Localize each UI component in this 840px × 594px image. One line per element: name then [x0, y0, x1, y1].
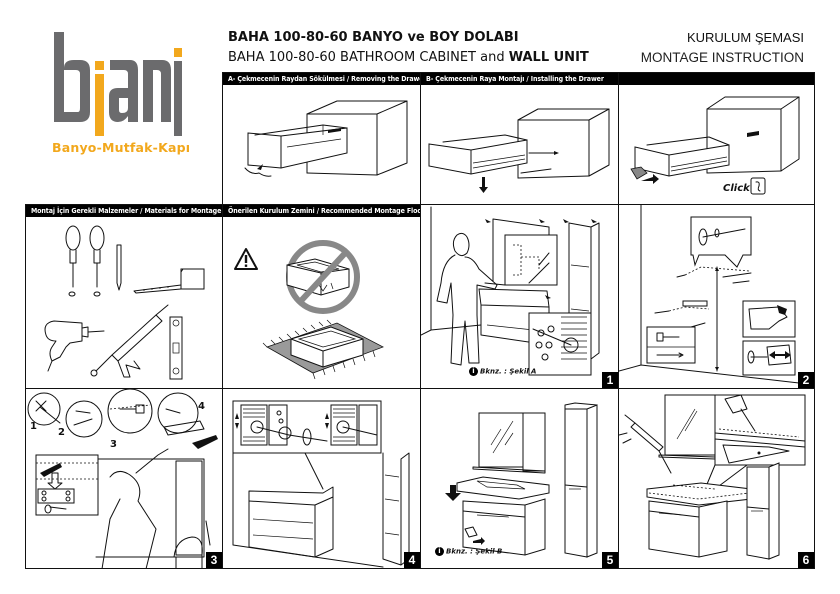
section-header-removing: A- Çekmecenin Raydan Sökülmesi / Removin… — [223, 73, 420, 85]
step-1-illustration — [421, 206, 600, 376]
step-number-5: 5 — [602, 552, 618, 568]
brand-logo: Banyo-Mutfak-Kapı — [52, 28, 190, 168]
step-3-illustration: 1 2 3 4 — [27, 389, 218, 568]
box-on-rug-icon — [262, 319, 384, 380]
step-number-2: 2 — [798, 372, 814, 388]
panel-installing-drawer: B- Çekmecenin Raya Montajı / Installing … — [420, 72, 619, 205]
panel-materials: Montaj İçin Gerekli Malzemeler / Materia… — [25, 204, 223, 389]
product-title-en-prefix: BAHA 100-80-60 BATHROOM CABINET and — [228, 50, 509, 65]
installing-drawer-illustration — [428, 108, 610, 193]
logo-mark — [54, 32, 182, 136]
flat-screwdriver-icon — [65, 225, 81, 297]
panel-installing-drawer-click: Click ! — [618, 72, 815, 205]
tape-measure-icon — [133, 268, 205, 294]
panel-step-6: 6 — [618, 388, 815, 569]
step-5-illustration — [445, 402, 598, 558]
sub-step-3: 3 — [110, 439, 117, 450]
see-figure-a-text: Bknz. : Şekil A — [480, 367, 537, 376]
person-icon — [436, 232, 498, 366]
panel-step-4: 4 — [222, 388, 421, 569]
step-2-illustration — [619, 205, 800, 384]
warning-icon — [234, 248, 258, 270]
step-6-illustration — [619, 394, 806, 560]
phillips-screwdriver-icon — [89, 225, 105, 297]
info-icon: i — [435, 547, 444, 556]
sub-step-2: 2 — [58, 427, 65, 438]
product-title-en-bold: WALL UNIT — [508, 50, 589, 65]
removing-drawer-illustration — [244, 100, 408, 177]
section-header-floor: Önerilen Kurulum Zemini / Recommended Mo… — [223, 205, 420, 217]
step-4-illustration — [232, 400, 410, 568]
sub-step-4: 4 — [198, 401, 205, 412]
step-number-6: 6 — [798, 552, 814, 568]
panel-recommended-floor: Önerilen Kurulum Zemini / Recommended Mo… — [222, 204, 421, 389]
product-title-en: BAHA 100-80-60 BATHROOM CABINET and WALL… — [228, 50, 589, 65]
panel-step-3: 1 2 3 4 3 — [25, 388, 223, 569]
section-header-installing-continued — [619, 73, 814, 85]
tools-illustration — [44, 225, 205, 380]
caulk-gun-icon — [90, 304, 169, 378]
panel-step-2: 2 — [618, 204, 815, 389]
doc-type-tr: KURULUM ŞEMASI — [686, 30, 804, 45]
spirit-level-icon — [169, 316, 183, 380]
prohibited-icon — [286, 240, 360, 314]
sub-step-1: 1 — [30, 421, 37, 432]
product-title-tr: BAHA 100-80-60 BANYO ve BOY DOLABI — [228, 30, 519, 45]
click-label: Click ! — [723, 183, 758, 194]
see-figure-b-text: Bknz. : Şekil B — [446, 547, 503, 556]
section-header-materials: Montaj İçin Gerekli Malzemeler / Materia… — [26, 205, 222, 217]
step-number-3: 3 — [206, 552, 222, 568]
brand-tagline: Banyo-Mutfak-Kapı — [52, 140, 191, 155]
drawer-click-illustration: Click ! — [630, 96, 800, 195]
doc-type-en: MONTAGE INSTRUCTION — [640, 50, 804, 65]
panel-removing-drawer: A- Çekmecenin Raydan Sökülmesi / Removin… — [222, 72, 421, 205]
info-icon: i — [469, 367, 478, 376]
drill-icon — [44, 320, 105, 372]
step-number-1: 1 — [602, 372, 618, 388]
section-header-installing: B- Çekmecenin Raya Montajı / Installing … — [421, 73, 618, 85]
step-number-4: 4 — [404, 552, 420, 568]
pencil-icon — [116, 244, 122, 291]
floor-illustration — [234, 240, 384, 380]
